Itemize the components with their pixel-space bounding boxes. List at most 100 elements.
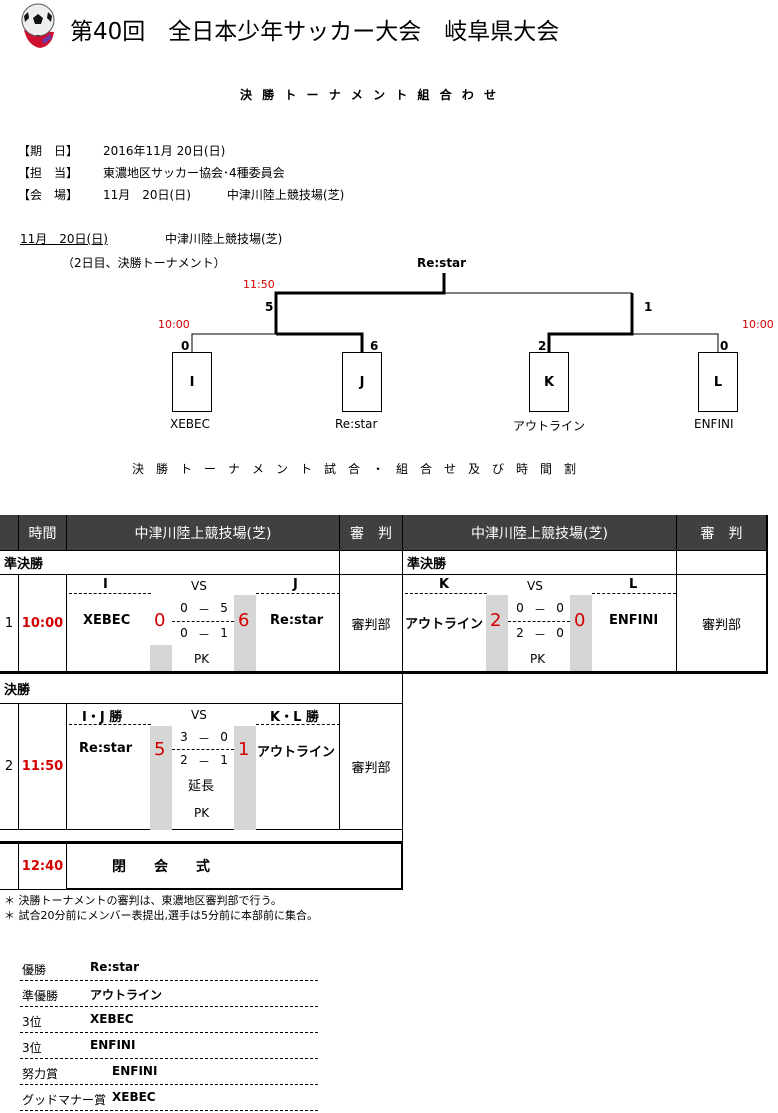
match-semi-2: K VS L アウトライン 2 0－0 2－0 0 ENFINI PK xyxy=(403,575,677,673)
bracket-team-name: ENFINI xyxy=(694,417,734,431)
team-name: Re:star xyxy=(79,741,133,756)
bracket-team-name: アウトライン xyxy=(513,419,586,433)
pk-label: PK xyxy=(194,806,210,820)
score: 0 xyxy=(574,610,586,631)
slot-label: J xyxy=(293,577,298,592)
bracket-lines xyxy=(191,273,719,352)
header-venue: 中津川陸上競技場(芝) xyxy=(403,515,677,551)
info-label: 【担 当】 xyxy=(18,166,79,180)
slot-label: I xyxy=(103,577,108,592)
semi-time-right: 10:00 xyxy=(742,318,774,331)
match-number: 1 xyxy=(0,575,19,673)
team-name: アウトライン xyxy=(405,617,484,632)
award: 3位 xyxy=(22,1015,42,1029)
team-name: アウトライン xyxy=(257,745,336,760)
page-title: 第40回 全日本少年サッカー大会 岐阜県大会 xyxy=(70,19,560,45)
schedule-table: 時間 中津川陸上競技場(芝) 審 判 中津川陸上競技場(芝) 審 判 準決勝 準… xyxy=(0,515,768,890)
header-time: 時間 xyxy=(19,515,67,551)
team: ENFINI xyxy=(90,1038,136,1052)
score-K: 2 xyxy=(538,339,547,353)
result-row: グッドマナー賞 XEBEC xyxy=(20,1085,318,1111)
half2-score: 0－1 xyxy=(180,626,228,642)
final-time: 11:50 xyxy=(243,278,275,291)
info-label: 【期 日】 xyxy=(18,144,79,158)
score: 6 xyxy=(238,610,250,631)
bracket-note: （2日目、決勝トーナメント） xyxy=(62,256,226,270)
slot-label: K xyxy=(439,577,450,592)
bracket-slot-L: L xyxy=(698,352,738,412)
note: ＊ 試合20分前にメンバー表提出,選手は5分前に本部前に集合。 xyxy=(4,909,318,922)
referee: 審判部 xyxy=(340,575,403,673)
semi-label: 準決勝 xyxy=(403,551,677,575)
extra-time-label: 延長 xyxy=(188,779,215,794)
semi-time-left: 10:00 xyxy=(158,318,190,331)
half1-score: 3－0 xyxy=(180,730,228,746)
info-label: 【会 場】 xyxy=(18,188,79,202)
referee: 審判部 xyxy=(677,575,768,673)
vs-label: VS xyxy=(191,579,207,593)
schedule-title: 決 勝 ト ー ナ メ ン ト 試 合 ・ 組 合 せ 及 び 時 間 割 xyxy=(132,462,577,476)
award: 努力賞 xyxy=(22,1067,59,1081)
score: 2 xyxy=(490,610,502,631)
note: ＊ 決勝トーナメントの審判は、東濃地区審判部で行う。 xyxy=(4,894,282,907)
award: 3位 xyxy=(22,1041,42,1055)
half2-score: 2－1 xyxy=(180,753,228,769)
award: グッドマナー賞 xyxy=(22,1093,107,1107)
pk-label: PK xyxy=(194,652,210,666)
half1-score: 0－0 xyxy=(516,601,564,617)
match-number: 2 xyxy=(0,704,19,830)
team-name: XEBEC xyxy=(83,613,131,628)
bracket-slot-K: K xyxy=(529,352,569,412)
score-J: 6 xyxy=(370,339,379,353)
team: アウトライン xyxy=(90,988,163,1002)
result-row: 3位 XEBEC xyxy=(20,1007,318,1033)
vs-label: VS xyxy=(191,708,207,722)
final-score-right: 1 xyxy=(644,300,653,314)
info-value: 2016年11月 20日(日) xyxy=(103,144,226,158)
champion-label: Re:star xyxy=(417,256,467,270)
result-row: 優勝 Re:star xyxy=(20,955,318,981)
slot-label: K・L 勝 xyxy=(270,710,319,725)
closing-time: 12:40 xyxy=(19,844,67,890)
final-label: 決勝 xyxy=(0,674,403,704)
pk-label: PK xyxy=(530,652,546,666)
result-row: 3位 ENFINI xyxy=(20,1033,318,1059)
match-time: 10:00 xyxy=(19,575,67,673)
bracket-date: 11月 20日(日) xyxy=(20,232,108,246)
referee: 審判部 xyxy=(340,704,403,830)
score: 5 xyxy=(154,739,166,760)
score-L: 0 xyxy=(720,339,729,353)
score: 0 xyxy=(154,610,166,631)
bracket-slot-I: I xyxy=(172,352,212,412)
slot-label: I・J 勝 xyxy=(82,710,123,725)
document-subtitle: 決 勝 ト ー ナ メ ン ト 組 合 わ せ xyxy=(240,88,499,102)
team: XEBEC xyxy=(112,1090,156,1104)
bracket-venue: 中津川陸上競技場(芝) xyxy=(165,232,283,246)
team: XEBEC xyxy=(90,1012,134,1026)
bracket-team-name: Re:star xyxy=(335,417,378,431)
half1-score: 0－5 xyxy=(180,601,228,617)
team: Re:star xyxy=(90,960,140,974)
bracket-slot-J: J xyxy=(342,352,382,412)
result-row: 努力賞 ENFINI xyxy=(20,1059,318,1085)
final-score-left: 5 xyxy=(265,300,274,314)
team-name: ENFINI xyxy=(609,613,659,628)
half2-score: 2－0 xyxy=(516,626,564,642)
soccer-ball-logo-icon xyxy=(20,2,56,48)
header-referee: 審 判 xyxy=(677,515,768,551)
match-final: I・J 勝 VS K・L 勝 Re:star 5 3－0 2－1 1 アウトライ… xyxy=(67,704,340,830)
award: 優勝 xyxy=(22,963,47,977)
info-value: 東濃地区サッカー協会･4種委員会 xyxy=(103,166,285,180)
slot-label: L xyxy=(629,577,638,592)
header-referee: 審 判 xyxy=(340,515,403,551)
award: 準優勝 xyxy=(22,989,59,1003)
info-value: 11月 20日(日) 中津川陸上競技場(芝) xyxy=(103,188,345,202)
vs-label: VS xyxy=(527,579,543,593)
match-time: 11:50 xyxy=(19,704,67,830)
match-semi-1: I VS J XEBEC 0 0－5 0－1 6 Re:star PK xyxy=(67,575,340,673)
closing-ceremony: 閉 会 式 xyxy=(67,844,403,890)
team: ENFINI xyxy=(112,1064,158,1078)
team-name: Re:star xyxy=(270,613,324,628)
result-row: 準優勝 アウトライン xyxy=(20,981,318,1007)
header-venue: 中津川陸上競技場(芝) xyxy=(67,515,340,551)
